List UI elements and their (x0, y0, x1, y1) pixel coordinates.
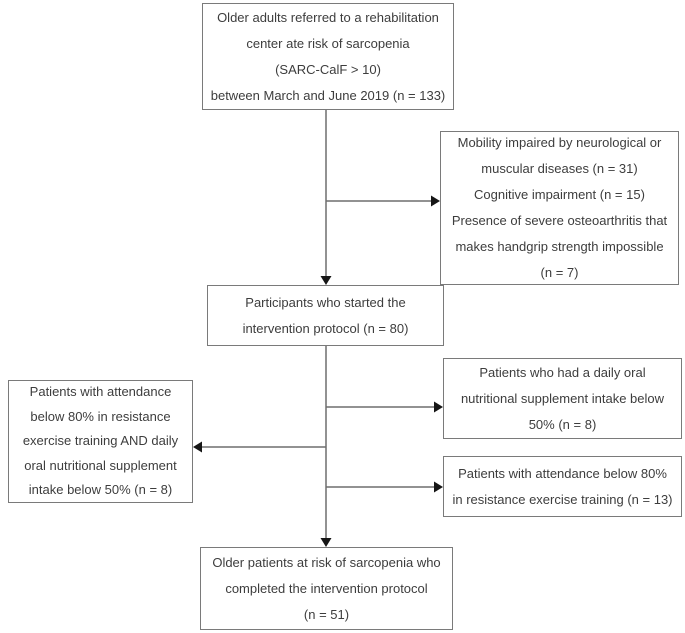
box-dropout-supplement: Patients who had a daily oral nutritiona… (443, 358, 682, 439)
box-started-protocol: Participants who started the interventio… (207, 285, 444, 346)
box-completed-protocol: Older patients at risk of sarcopenia who… (200, 547, 453, 630)
box-eligible-referred: Older adults referred to a rehabilitatio… (202, 3, 454, 110)
arrow-to-dropout-attendance (326, 481, 443, 493)
box-excluded-reasons: Mobility impaired by neurological or mus… (440, 131, 679, 285)
box-dropout-attendance: Patients with attendance below 80% in re… (443, 456, 682, 517)
box-dropout-supplement-text: Patients who had a daily oral nutritiona… (460, 364, 665, 432)
arrow-to-dropout-supplement (326, 401, 443, 413)
box-eligible-referred-text: Older adults referred to a rehabilitatio… (210, 9, 446, 103)
box-dropout-combined: Patients with attendance below 80% in re… (8, 380, 193, 503)
box-started-protocol-text: Participants who started the interventio… (242, 294, 409, 336)
arrow-started-to-completed (320, 346, 332, 547)
box-completed-protocol-text: Older patients at risk of sarcopenia who… (212, 554, 441, 622)
box-dropout-attendance-text: Patients with attendance below 80% in re… (452, 465, 673, 507)
arrow-to-dropout-combined (193, 441, 326, 453)
box-excluded-reasons-text: Mobility impaired by neurological or mus… (451, 135, 668, 280)
arrow-referred-to-started (320, 110, 332, 285)
arrow-to-excluded (326, 195, 440, 207)
box-dropout-combined-text: Patients with attendance below 80% in re… (22, 384, 179, 498)
